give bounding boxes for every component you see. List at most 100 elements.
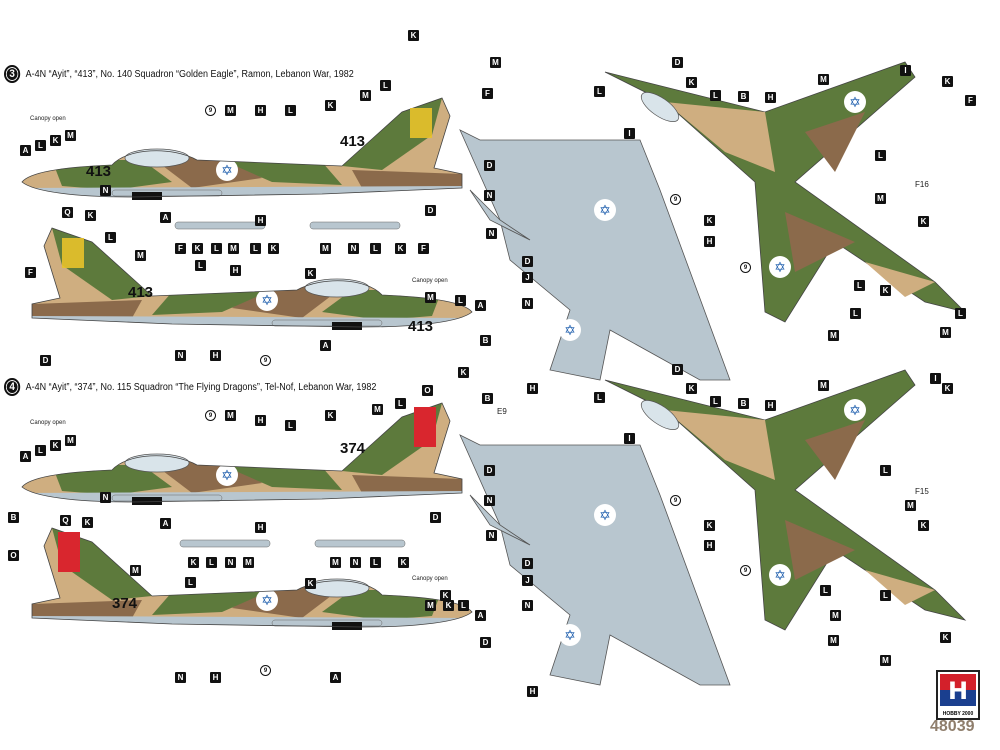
callout-top-3: K (942, 76, 953, 87)
callout-wing-strip-3: K (395, 243, 406, 254)
callout-profile-4-right: M (130, 565, 141, 576)
yellow-rudder-stripes (410, 108, 432, 138)
callout-wing-strip-3: F (175, 243, 186, 254)
callout-wing-strip-4: K (398, 557, 409, 568)
callout-profile-3-left: M (225, 105, 236, 116)
callout-profile-4-right: Q (60, 515, 71, 526)
callout-profile-3-right: L (195, 260, 206, 271)
f16-label: F16 (915, 180, 929, 189)
callout-profile-4-right: K (305, 578, 316, 589)
callout-bottom-3: N (522, 298, 533, 309)
callout-wing-strip-3: L (211, 243, 222, 254)
callout-profile-3-left: N (100, 185, 111, 196)
fuselage-code: 413 (408, 318, 434, 335)
callout-bottom-3: 9 (740, 262, 751, 273)
callout-top-3: L (710, 90, 721, 101)
callout-profile-4-left: 9 (205, 410, 216, 421)
callout-profile-4-left: B (482, 393, 493, 404)
callout-profile-3-left: K (408, 30, 419, 41)
callout-top-3: M (875, 193, 886, 204)
profile-4-left (22, 403, 462, 505)
callout-profile-4-right: K (82, 517, 93, 528)
callout-bottom-3: H (704, 236, 715, 247)
wing-strip-4 (179, 539, 406, 548)
callout-bottom-3: L (850, 308, 861, 319)
callout-profile-3-right: A (320, 340, 331, 351)
callout-profile-4-left: M (372, 404, 383, 415)
callout-profile-4-left: K (325, 410, 336, 421)
callout-wing-strip-4: M (243, 557, 254, 568)
callout-bottom-4: I (624, 433, 635, 444)
callout-top-4: B (738, 398, 749, 409)
callout-profile-3-left: M (360, 90, 371, 101)
callout-profile-4-right: K (443, 600, 454, 611)
callout-bottom-3: N (486, 228, 497, 239)
callout-profile-4-left: L (395, 398, 406, 409)
callout-profile-4-left: H (255, 522, 266, 533)
callout-wing-strip-4: N (225, 557, 236, 568)
callout-profile-4-left: O (422, 385, 433, 396)
logo-letter: H (948, 677, 969, 705)
callout-top-4: L (594, 392, 605, 403)
callout-top-4: D (672, 364, 683, 375)
callout-profile-4-left: A (20, 451, 31, 462)
callout-profile-4-right: A (475, 610, 486, 621)
callout-profile-4-right: L (458, 600, 469, 611)
callout-wing-strip-4: L (370, 557, 381, 568)
callout-profile-3-right: K (305, 268, 316, 279)
callout-profile-3-right: D (40, 355, 51, 366)
callout-bottom-4: D (522, 558, 533, 569)
callout-profile-3-left: L (285, 105, 296, 116)
callout-profile-3-right: H (230, 265, 241, 276)
callout-top-3: M (818, 74, 829, 85)
callout-profile-3-right: L (455, 295, 466, 306)
callout-profile-3-right: F (25, 267, 36, 278)
callout-bottom-3: L (854, 280, 865, 291)
callout-wing-strip-4: K (188, 557, 199, 568)
f15-label: F15 (915, 487, 929, 496)
callout-top-4: K (942, 383, 953, 394)
callout-profile-3-right: B (480, 335, 491, 346)
callout-top-3: K (918, 216, 929, 227)
callout-profile-3-left: F (482, 88, 493, 99)
bottom-view-4 (459, 434, 731, 686)
callout-profile-4-right: B (8, 512, 19, 523)
scheme-3-title: 3 A-4N “Ayit”, “413”, No. 140 Squadron “… (4, 65, 354, 83)
callout-top-3: I (900, 65, 911, 76)
callout-bottom-3: K (704, 215, 715, 226)
callout-bottom-3: N (484, 190, 495, 201)
scheme-number-badge: 4 (4, 378, 21, 396)
callout-profile-3-left: L (380, 80, 391, 91)
callout-profile-3-right: N (175, 350, 186, 361)
callout-wing-strip-4: L (206, 557, 217, 568)
callout-profile-4-left: H (255, 415, 266, 426)
callout-bottom-3: D (484, 160, 495, 171)
callout-profile-3-left: M (490, 57, 501, 68)
callout-profile-4-right: O (8, 550, 19, 561)
callout-profile-3-left: A (20, 145, 31, 156)
callout-top-4: L (880, 465, 891, 476)
callout-bottom-4: H (527, 686, 538, 697)
canopy-open-label: Canopy open (30, 420, 66, 426)
scheme-title-text: A-4N “Ayit”, “413”, No. 140 Squadron “Go… (25, 68, 354, 80)
bottom-view-3 (459, 129, 731, 381)
callout-profile-4-right: N (175, 672, 186, 683)
callout-profile-4-right: D (480, 637, 491, 648)
callout-top-3: D (672, 57, 683, 68)
callout-top-4: I (930, 373, 941, 384)
callout-profile-3-right: M (135, 250, 146, 261)
callout-profile-3-left: A (160, 212, 171, 223)
callout-bottom-4: N (522, 600, 533, 611)
callout-top-4: K (918, 520, 929, 531)
callout-profile-3-left: H (255, 215, 266, 226)
callout-profile-3-left: H (255, 105, 266, 116)
callout-top-3: L (875, 150, 886, 161)
callout-profile-4-right: M (425, 600, 436, 611)
tail-code: 413 (128, 284, 154, 301)
callout-bottom-4: L (820, 585, 831, 596)
scheme-title-text: A-4N “Ayit”, “374”, No. 115 Squadron “Th… (25, 381, 377, 393)
callout-top-4: L (880, 590, 891, 601)
callout-top-4: M (818, 380, 829, 391)
callout-profile-4-left: L (285, 420, 296, 431)
